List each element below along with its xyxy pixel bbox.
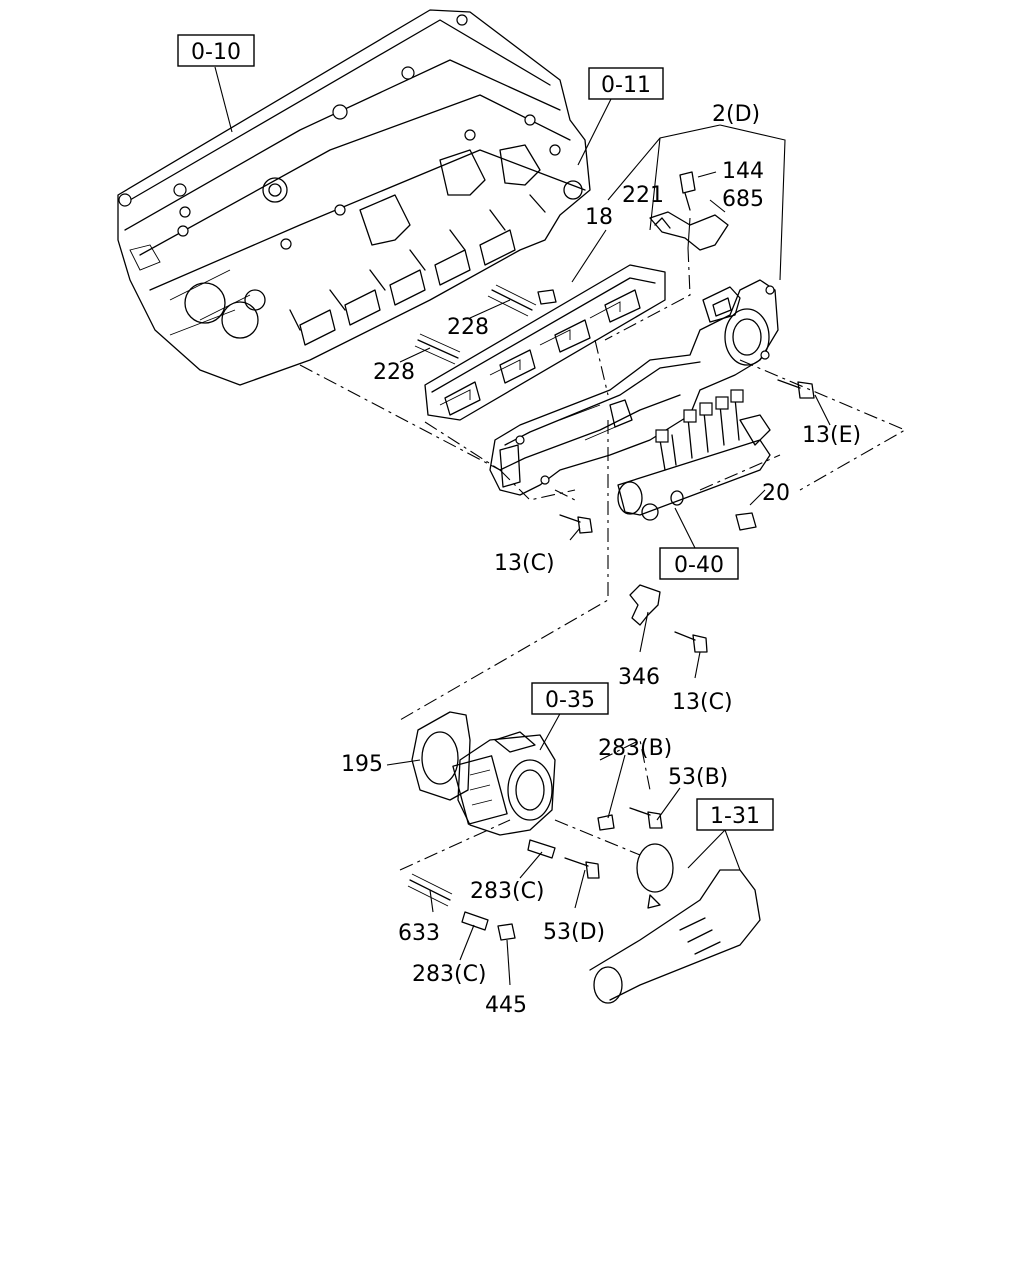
part-label-283b: 283(B) <box>598 736 672 761</box>
reference-label-0-10: 0-10 <box>191 40 241 65</box>
clamp-685-illustration <box>649 211 729 251</box>
part-label-228-lower: 228 <box>373 360 415 385</box>
part-label-144: 144 <box>722 159 764 184</box>
cylinder-head-illustration <box>117 9 591 386</box>
part-label-53d: 53(D) <box>543 920 605 945</box>
part-label-53b: 53(B) <box>668 765 728 790</box>
reference-label-0-40: 0-40 <box>674 553 724 578</box>
part-label-685: 685 <box>722 187 764 212</box>
reference-label-0-11: 0-11 <box>601 73 651 98</box>
part-label-13c-lower: 13(C) <box>672 690 733 715</box>
throttle-body-illustration <box>407 711 663 941</box>
intake-manifold-illustration <box>489 279 779 496</box>
reference-box-0-10: 0-10 <box>177 34 255 67</box>
bolt-144-illustration <box>679 171 696 211</box>
reference-box-0-11: 0-11 <box>588 67 664 100</box>
part-label-13c-upper: 13(C) <box>494 551 555 576</box>
part-label-633: 633 <box>398 921 440 946</box>
part-label-2d: 2(D) <box>712 102 760 127</box>
leader-lines <box>214 66 907 986</box>
part-label-228-upper: 228 <box>447 315 489 340</box>
part-label-20: 20 <box>762 481 790 506</box>
part-label-195: 195 <box>341 752 383 777</box>
reference-label-1-31: 1-31 <box>710 804 760 829</box>
part-label-445: 445 <box>485 993 527 1018</box>
manifest-gasket-illustration <box>424 264 666 421</box>
part-number-labels: 2(D) 144 685 221 18 228 228 13(E) 20 13(… <box>341 102 861 1018</box>
reference-box-0-40: 0-40 <box>659 547 739 580</box>
part-label-283c-lower: 283(C) <box>412 962 487 987</box>
reference-box-0-35: 0-35 <box>531 682 609 715</box>
injector-rail-illustration <box>617 389 771 521</box>
part-label-18: 18 <box>585 205 613 230</box>
part-label-221: 221 <box>622 183 664 208</box>
part-label-283c-upper: 283(C) <box>470 879 545 904</box>
reference-box-1-31: 1-31 <box>696 798 774 831</box>
part-label-13e: 13(E) <box>802 423 861 448</box>
part-label-346: 346 <box>618 665 660 690</box>
fasteners-illustration <box>414 284 815 653</box>
air-hose-illustration <box>589 843 761 1004</box>
reference-label-0-35: 0-35 <box>545 688 595 713</box>
